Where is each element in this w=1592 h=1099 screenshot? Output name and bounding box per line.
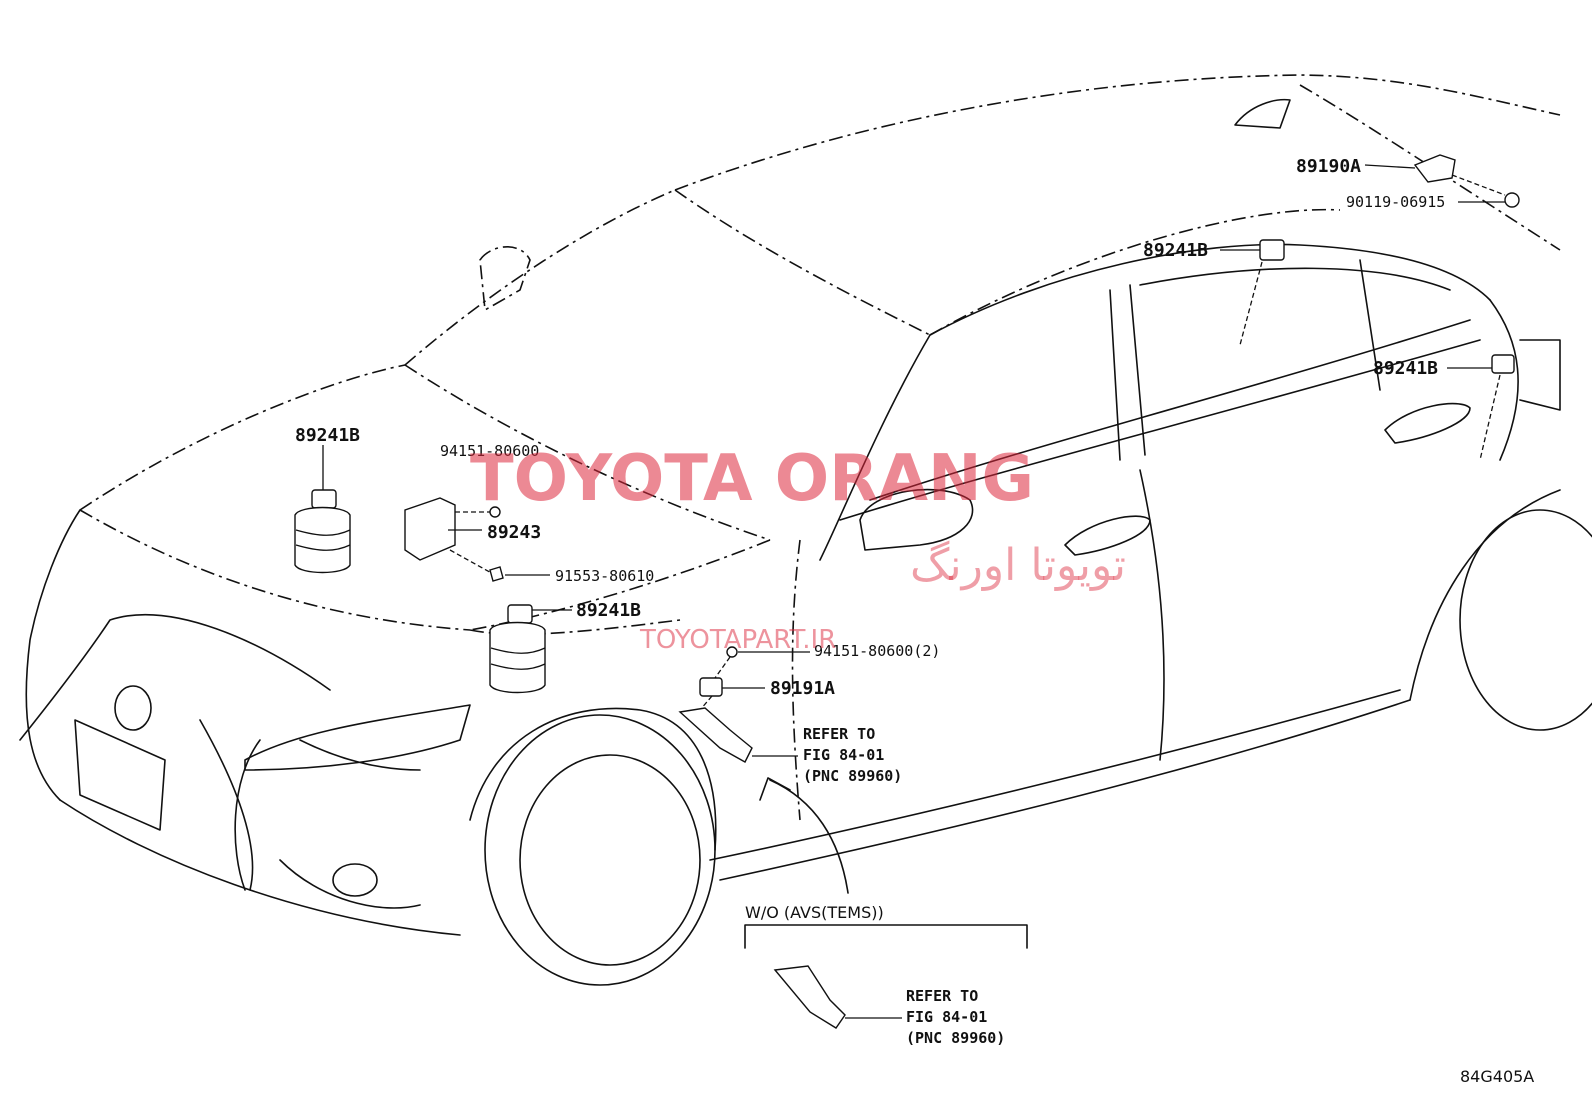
refer-main-line2: FIG 84-01 [803,746,884,764]
part-89241B-front-sensor [294,445,351,574]
refer-main-line1: REFER TO [803,725,875,743]
part-89243-control-unit [404,497,550,582]
label-89191A: 89191A [770,678,835,699]
watermark-brand-fa: تویوتا اورنگ [910,540,1126,591]
label-89243: 89243 [487,522,541,543]
figure-code: 84G405A [1460,1067,1534,1086]
label-89190A: 89190A [1296,156,1361,177]
part-89241B-rear-sensor [1447,354,1515,461]
label-90119-06915: 90119-06915 [1346,193,1445,211]
part-89241B-mid-sensor [489,604,572,694]
part-89191A-sensor [678,646,810,763]
label-94151-80600-top: 94151-80600 [440,442,539,460]
refer-inset-line1: REFER TO [906,987,978,1005]
refer-inset-line2: FIG 84-01 [906,1008,987,1026]
label-91553-80610: 91553-80610 [555,567,654,585]
label-89241B-rear: 89241B [1373,358,1438,379]
watermark-site: TOYOTAPART.IR [639,625,836,655]
watermark-brand: TOYOTA ORANG [470,442,1034,516]
car-body-outline [79,74,1561,821]
label-94151-80600-2: 94151-80600(2) [814,642,940,660]
part-89241B-roof-sensor [1220,239,1285,346]
label-89241B-roof: 89241B [1143,240,1208,261]
label-89241B-mid: 89241B [576,600,641,621]
part-90119-bolt [1458,192,1520,208]
car-solid-lines [19,98,1592,986]
inset-arrow [759,777,849,894]
refer-inset-line3: (PNC 89960) [906,1029,1005,1047]
refer-main-line3: (PNC 89960) [803,767,902,785]
label-89241B-front: 89241B [295,425,360,446]
condition-label: W/O (AVS(TEMS)) [745,903,884,922]
part-89190A-sensor [1364,154,1506,196]
inset-bracket [744,924,1028,1029]
